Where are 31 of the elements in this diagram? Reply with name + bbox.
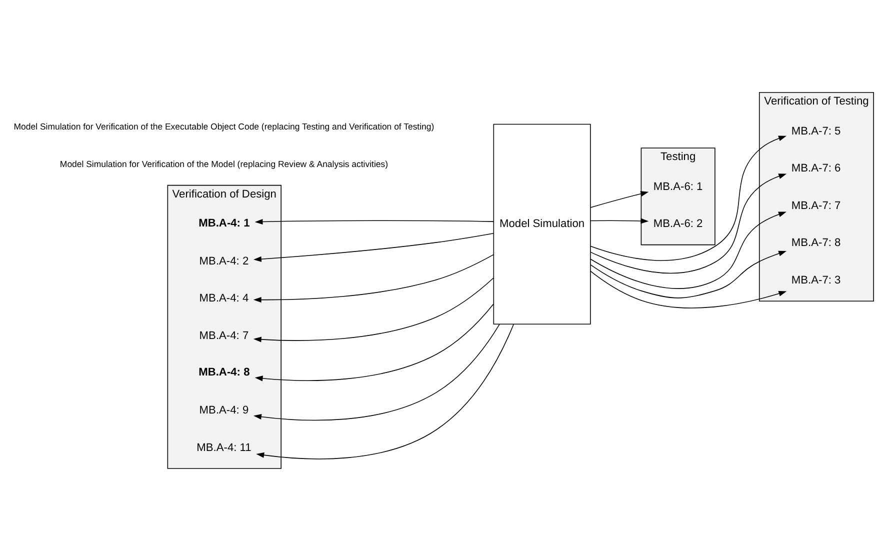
node-text: MB.A-4: 8 — [198, 366, 250, 378]
arrow — [590, 211, 786, 288]
arrow — [590, 135, 786, 260]
arrow — [254, 218, 494, 224]
arrow — [590, 190, 649, 208]
node-box: Model Simulation — [493, 123, 591, 324]
arrow — [590, 250, 787, 298]
node-text: MB.A-4: 2 — [199, 254, 249, 267]
arrow — [590, 173, 787, 274]
node-text: MB.A-4: 4 — [199, 292, 249, 304]
arrow — [253, 232, 494, 262]
node-text: MB.A-7: 6 — [791, 162, 841, 174]
arrow — [590, 270, 787, 308]
node-text: MB.A-4: 9 — [199, 404, 249, 416]
node-text: MB.A-7: 5 — [791, 124, 841, 137]
node-text: MB.A-6: 2 — [653, 218, 703, 230]
arrow — [254, 303, 494, 381]
arrow — [253, 277, 494, 342]
label: Model Simulation for Verification of the Executable Object Code (replacing Testing and Verification of Testing) — [14, 121, 434, 132]
node-text: MB.A-4: 11 — [196, 441, 252, 454]
arrow — [256, 323, 514, 459]
node-text: MB.A-6: 1 — [653, 180, 703, 192]
node-text: MB.A-4: 1 — [198, 216, 250, 229]
arrow — [253, 254, 494, 302]
node-text: MB.A-7: 3 — [791, 274, 841, 286]
node-text: MB.A-7: 8 — [791, 236, 841, 249]
arrow — [254, 323, 500, 420]
node-text: MB.A-7: 7 — [791, 199, 841, 212]
node-text: MB.A-4: 7 — [199, 329, 249, 342]
arrow — [590, 218, 649, 224]
label: Model Simulation for Verification of the Model (replacing Review & Analysis activities) — [60, 158, 388, 168]
